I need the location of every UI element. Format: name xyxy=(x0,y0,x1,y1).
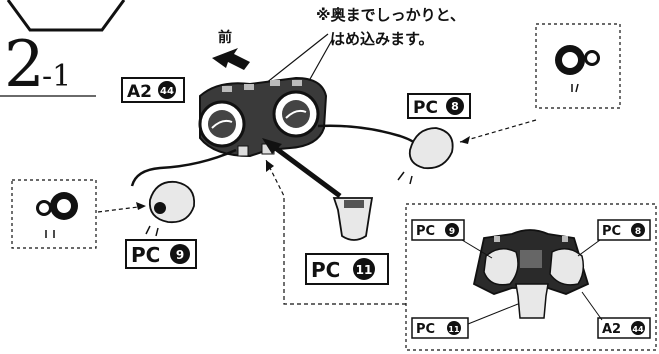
arrow-pc8-hint xyxy=(459,119,537,143)
orientation-hint-icon xyxy=(11,179,97,249)
label-a2-44: A2 44 xyxy=(121,77,185,103)
svg-text:44: 44 xyxy=(632,325,644,334)
inset-label-pc-9: PC 9 xyxy=(411,219,493,259)
label-pc-11: PC 11 xyxy=(305,253,389,285)
svg-text:PC: PC xyxy=(131,243,160,267)
svg-text:8: 8 xyxy=(635,227,641,237)
hexagon-corner-icon xyxy=(6,0,126,32)
label-pc-8: PC 8 xyxy=(407,93,471,119)
detail-inset: PC 9 PC 8 PC 11 A2 44 xyxy=(405,203,657,351)
orientation-hint-icon xyxy=(535,23,621,109)
svg-text:PC: PC xyxy=(416,224,435,239)
inset-label-pc-8: PC 8 xyxy=(577,219,651,257)
svg-text:9: 9 xyxy=(176,248,184,262)
frame-part xyxy=(198,76,328,158)
pc-8-part xyxy=(397,127,454,185)
wire-pc8-to-frame xyxy=(317,124,417,145)
note-line-2: はめ込みます。 xyxy=(330,30,434,48)
forward-arrow-icon xyxy=(212,48,250,70)
arrow-pc9-hint xyxy=(97,205,147,213)
wire-pc9-to-frame xyxy=(130,148,237,187)
svg-text:A2: A2 xyxy=(602,322,621,337)
inset-label-a2-44: A2 44 xyxy=(581,291,651,339)
arrow-pc11-insert xyxy=(268,141,342,199)
pc-9-part xyxy=(145,180,196,237)
svg-text:A2: A2 xyxy=(127,82,152,102)
svg-text:9: 9 xyxy=(449,227,455,237)
note-line-1: ※奥までしっかりと、 xyxy=(316,6,465,24)
svg-text:11: 11 xyxy=(356,263,373,277)
inset-reference-line xyxy=(265,159,406,305)
svg-text:PC: PC xyxy=(416,322,435,337)
svg-text:PC: PC xyxy=(311,258,340,282)
direction-label: 前 xyxy=(218,29,232,46)
step-number-major: 2 xyxy=(4,28,45,102)
pc-11-part xyxy=(332,197,374,241)
label-pc-9: PC 9 xyxy=(125,239,197,269)
svg-text:11: 11 xyxy=(448,325,460,334)
svg-text:44: 44 xyxy=(160,86,174,97)
svg-text:8: 8 xyxy=(451,100,459,113)
step-number-minor: -1 xyxy=(42,59,71,94)
svg-text:PC: PC xyxy=(413,98,438,118)
inset-label-pc-11: PC 11 xyxy=(411,303,519,339)
svg-text:PC: PC xyxy=(602,224,621,239)
